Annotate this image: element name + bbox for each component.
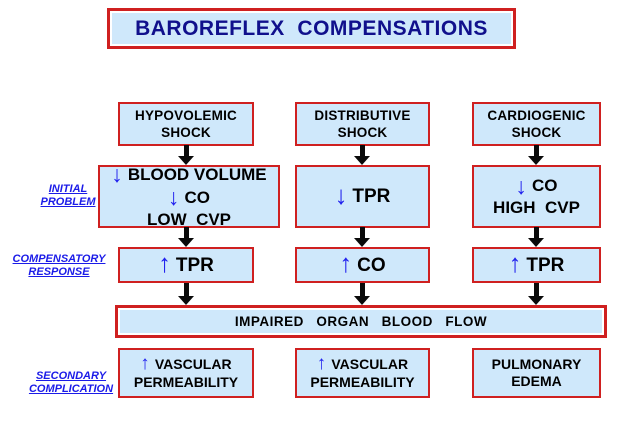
- connector-down-arrow-icon: [354, 145, 370, 165]
- box-text: CO: [531, 176, 558, 196]
- label-initial-problem: INITIAL PROBLEM: [13, 183, 123, 209]
- box-text: HYPOVOLEMIC: [135, 108, 237, 123]
- label-line: PROBLEM: [40, 196, 96, 208]
- title-box: BAROREFLEX COMPENSATIONS: [107, 8, 516, 49]
- box-text: SHOCK: [161, 125, 211, 140]
- box-text: PERMEABILITY: [133, 373, 239, 390]
- box-text: EDEMA: [511, 373, 562, 389]
- box-text: TPR: [175, 254, 214, 276]
- box-text: TPR: [352, 186, 391, 207]
- box-text: PERMEABILITY: [310, 373, 415, 390]
- compensatory-box-cardiogenic: ↑ TPR: [472, 247, 601, 283]
- box-text: DISTRIBUTIVE: [314, 108, 411, 123]
- connector-down-arrow-icon: [354, 227, 370, 247]
- box-text: SHOCK: [511, 125, 562, 140]
- arrow-down-icon: ↓: [111, 161, 123, 188]
- initial-problem-box-distributive: ↓ TPR: [295, 165, 430, 228]
- box-text: CO: [184, 187, 210, 207]
- box-text: VASCULAR: [154, 356, 232, 372]
- box-text: HIGH CVP: [493, 198, 580, 218]
- initial-problem-box-cardiogenic: ↓ CO HIGH CVP: [472, 165, 601, 228]
- connector-down-arrow-icon: [354, 283, 370, 305]
- box-text: IMPAIRED ORGAN BLOOD FLOW: [234, 314, 488, 329]
- arrow-up-icon: ↑: [158, 250, 171, 279]
- connector-down-arrow-icon: [528, 283, 544, 305]
- box-text: BLOOD VOLUME: [127, 165, 267, 185]
- page-title: BAROREFLEX COMPENSATIONS: [135, 16, 488, 40]
- arrow-down-icon: ↓: [334, 181, 348, 210]
- connector-down-arrow-icon: [178, 227, 194, 247]
- box-text: LOW CVP: [146, 209, 232, 229]
- label-line: INITIAL: [48, 183, 88, 195]
- box-text: VASCULAR: [331, 356, 409, 372]
- box-text: SHOCK: [337, 125, 388, 140]
- connector-down-arrow-icon: [178, 283, 194, 305]
- arrow-up-icon: ↑: [508, 250, 522, 279]
- arrow-up-icon: ↑: [140, 353, 150, 375]
- arrow-down-icon: ↓: [515, 172, 527, 199]
- impaired-organ-blood-flow-box: IMPAIRED ORGAN BLOOD FLOW: [115, 305, 607, 338]
- label-line: COMPENSATORY: [12, 253, 106, 265]
- connector-down-arrow-icon: [528, 227, 544, 247]
- box-text: CO: [357, 254, 386, 276]
- header-box-cardiogenic-shock: CARDIOGENIC SHOCK: [472, 102, 601, 146]
- label-secondary-complication: SECONDARY COMPLICATION: [14, 370, 128, 396]
- header-box-hypovolemic-shock: HYPOVOLEMIC SHOCK: [118, 102, 254, 146]
- label-line: RESPONSE: [28, 266, 90, 278]
- arrow-up-icon: ↑: [339, 250, 353, 279]
- compensatory-box-distributive: ↑ CO: [295, 247, 430, 283]
- secondary-box-cardiogenic: PULMONARY EDEMA: [472, 348, 601, 398]
- label-line: SECONDARY: [35, 370, 107, 382]
- initial-problem-box-hypovolemic: ↓ BLOOD VOLUME ↓ CO LOW CVP: [98, 161, 280, 229]
- box-text: PULMONARY: [491, 356, 582, 372]
- label-compensatory-response: COMPENSATORY RESPONSE: [2, 253, 116, 279]
- secondary-box-distributive: ↑ VASCULAR PERMEABILITY: [295, 348, 430, 398]
- connector-down-arrow-icon: [528, 145, 544, 165]
- box-text: TPR: [526, 254, 565, 276]
- compensatory-box-hypovolemic: ↑ TPR: [118, 247, 254, 283]
- arrow-up-icon: ↑: [316, 353, 327, 375]
- secondary-box-hypovolemic: ↑ VASCULAR PERMEABILITY: [118, 348, 254, 398]
- header-box-distributive-shock: DISTRIBUTIVE SHOCK: [295, 102, 430, 146]
- arrow-down-icon: ↓: [168, 184, 180, 210]
- connector-down-arrow-icon: [178, 145, 194, 165]
- box-text: CARDIOGENIC: [487, 108, 586, 123]
- label-line: COMPLICATION: [28, 383, 114, 395]
